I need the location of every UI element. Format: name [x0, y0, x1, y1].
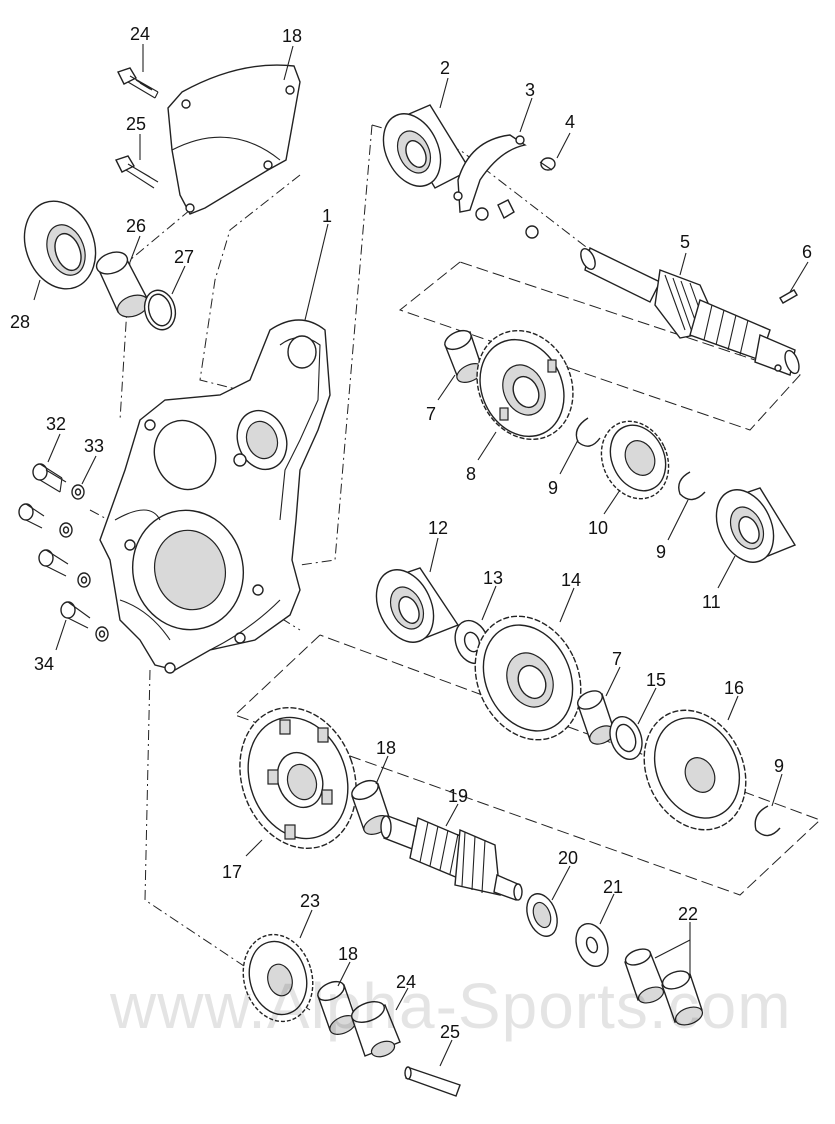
label-24: 24 [396, 972, 416, 992]
bearing-12 [375, 567, 460, 643]
label-22: 22 [678, 904, 698, 924]
bushing-22 [624, 948, 666, 1004]
label-5: 5 [680, 232, 690, 252]
gear-16 [643, 709, 747, 831]
bearing-2 [382, 104, 471, 189]
main-shaft-5 [580, 246, 800, 376]
gear-10 [600, 420, 670, 500]
label-13: 13 [483, 568, 503, 588]
label-29: 26 [126, 216, 146, 236]
bushing-29 [95, 251, 150, 318]
label-30: 27 [174, 247, 194, 267]
screw-b [18, 503, 45, 529]
bolt-28 [115, 155, 159, 189]
needle-bearing-18-b [317, 980, 357, 1035]
label-7-b: 7 [612, 649, 622, 669]
label-9-c: 9 [774, 756, 784, 776]
watermark: www.Alpha-Sports.com [109, 970, 792, 1042]
label-18-a: 18 [376, 738, 396, 758]
oil-seal-31 [23, 200, 97, 290]
label-32: 32 [46, 414, 66, 434]
label-19: 19 [448, 786, 468, 806]
gear-8 [476, 329, 574, 441]
label-23: 23 [300, 891, 320, 911]
label-1: 1 [322, 206, 332, 226]
screw-32 [32, 463, 67, 493]
gear-23 [242, 933, 314, 1023]
shaft-19 [380, 815, 523, 901]
collar-24 [351, 1001, 401, 1058]
screws-32-34 [18, 463, 109, 642]
pin-25 [404, 1066, 461, 1097]
label-33: 33 [84, 436, 104, 456]
label-8: 8 [466, 464, 476, 484]
label-25: 25 [440, 1022, 460, 1042]
retainer-3 [453, 134, 527, 220]
label-11: 11 [702, 592, 721, 612]
bolt-27 [117, 67, 159, 99]
label-28: 25 [126, 114, 146, 134]
screw-c [38, 549, 69, 577]
label-17: 17 [222, 862, 242, 882]
cover-plate-26 [167, 64, 301, 215]
part-callouts: 24 18 25 26 27 28 1 2 3 4 5 6 7 8 9 10 9 [10, 24, 812, 1067]
needle-bearing-7-top [444, 329, 484, 383]
label-9-b: 9 [656, 542, 666, 562]
label-10: 10 [588, 518, 608, 538]
label-21: 21 [603, 877, 623, 897]
washer-15 [609, 715, 643, 761]
o-ring-30 [143, 289, 177, 331]
label-9-a: 9 [548, 478, 558, 498]
pin-6 [779, 289, 798, 304]
label-15: 15 [646, 670, 666, 690]
screws-4 [475, 157, 556, 239]
washer-21 [575, 922, 609, 968]
label-18-b: 18 [338, 944, 358, 964]
label-12: 12 [428, 518, 448, 538]
label-14: 14 [561, 570, 581, 590]
label-16: 16 [724, 678, 744, 698]
bearing-22 [661, 970, 704, 1026]
label-31: 28 [10, 312, 30, 332]
circlip-9-b [678, 471, 706, 501]
bearing-11 [715, 487, 797, 563]
label-20: 20 [558, 848, 578, 868]
label-34: 34 [34, 654, 54, 674]
label-2: 2 [440, 58, 450, 78]
label-27: 24 [130, 24, 150, 44]
gear-14 [474, 615, 582, 741]
label-4: 4 [565, 112, 575, 132]
washer-20 [526, 893, 558, 937]
label-26: 18 [282, 26, 302, 46]
needle-bearing-7-mid [577, 690, 615, 745]
label-6: 6 [802, 242, 812, 262]
label-3: 3 [525, 80, 535, 100]
gear-17 [239, 706, 357, 850]
screw-34 [60, 601, 91, 629]
gearbox-housing-1 [99, 319, 331, 674]
circlip-9-a [575, 417, 601, 447]
circlip-9-c [754, 805, 781, 837]
label-7-a: 7 [426, 404, 436, 424]
